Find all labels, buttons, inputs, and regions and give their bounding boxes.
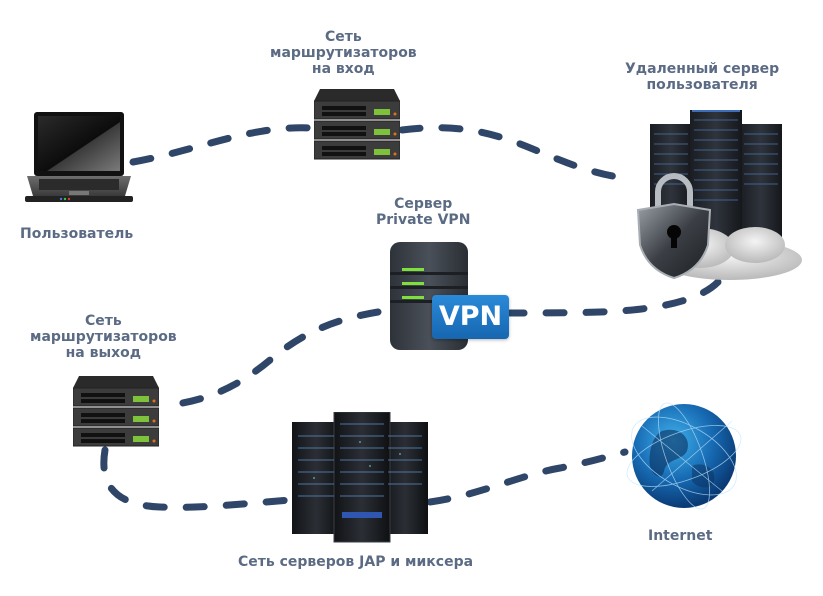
exit-routers-label-line: маршрутизаторов (30, 329, 177, 345)
remote-server-label-line: пользователя (646, 77, 758, 93)
link-vpn-to-exit-routers (166, 308, 382, 409)
jap-servers-label: Сеть серверов JAP и миксера (238, 554, 474, 570)
exit-routers-node[interactable] (72, 376, 160, 452)
entry-routers-label-line: Сеть (324, 29, 362, 45)
user-node[interactable] (25, 110, 133, 210)
remote-server-label-line: Удаленный сервер (625, 61, 780, 77)
server-rack-icon (292, 411, 428, 543)
vpn-badge: VPN (432, 295, 509, 339)
server-rack-lock-cloud-icon (636, 110, 802, 280)
remote-server-node[interactable] (630, 110, 805, 294)
vpn-server-label: Сервер Private VPN (376, 196, 470, 228)
internet-label: Internet (648, 528, 713, 544)
internet-node[interactable] (622, 396, 747, 525)
entry-routers-label: Сеть маршрутизаторов на вход (270, 29, 417, 77)
router-stack-icon (313, 89, 401, 160)
user-label: Пользователь (20, 226, 134, 242)
router-stack-icon (72, 376, 160, 447)
link-remote-server-to-vpn (506, 278, 722, 317)
entry-routers-label-line: маршрутизаторов (270, 45, 417, 61)
link-jap-to-internet (426, 448, 629, 506)
exit-routers-label-line: Сеть (84, 313, 122, 329)
exit-routers-label-line: на выход (65, 345, 142, 361)
link-exit-routers-to-jap (100, 446, 294, 511)
link-entry-routers-to-remote-server (398, 124, 636, 182)
globe-icon (626, 402, 742, 510)
remote-server-label: Удаленный сервер пользователя (625, 61, 779, 93)
vpn-server-label-line: Сервер (394, 196, 453, 212)
entry-routers-node[interactable] (313, 89, 401, 165)
entry-routers-label-line: на вход (311, 61, 375, 77)
exit-routers-label: Сеть маршрутизаторов на выход (30, 313, 177, 361)
link-user-to-entry-routers (129, 124, 316, 166)
vpn-server-node[interactable]: VPN (390, 242, 510, 352)
vpn-server-label-line: Private VPN (376, 212, 471, 228)
laptop-icon (25, 112, 133, 202)
jap-servers-node[interactable] (290, 411, 430, 548)
